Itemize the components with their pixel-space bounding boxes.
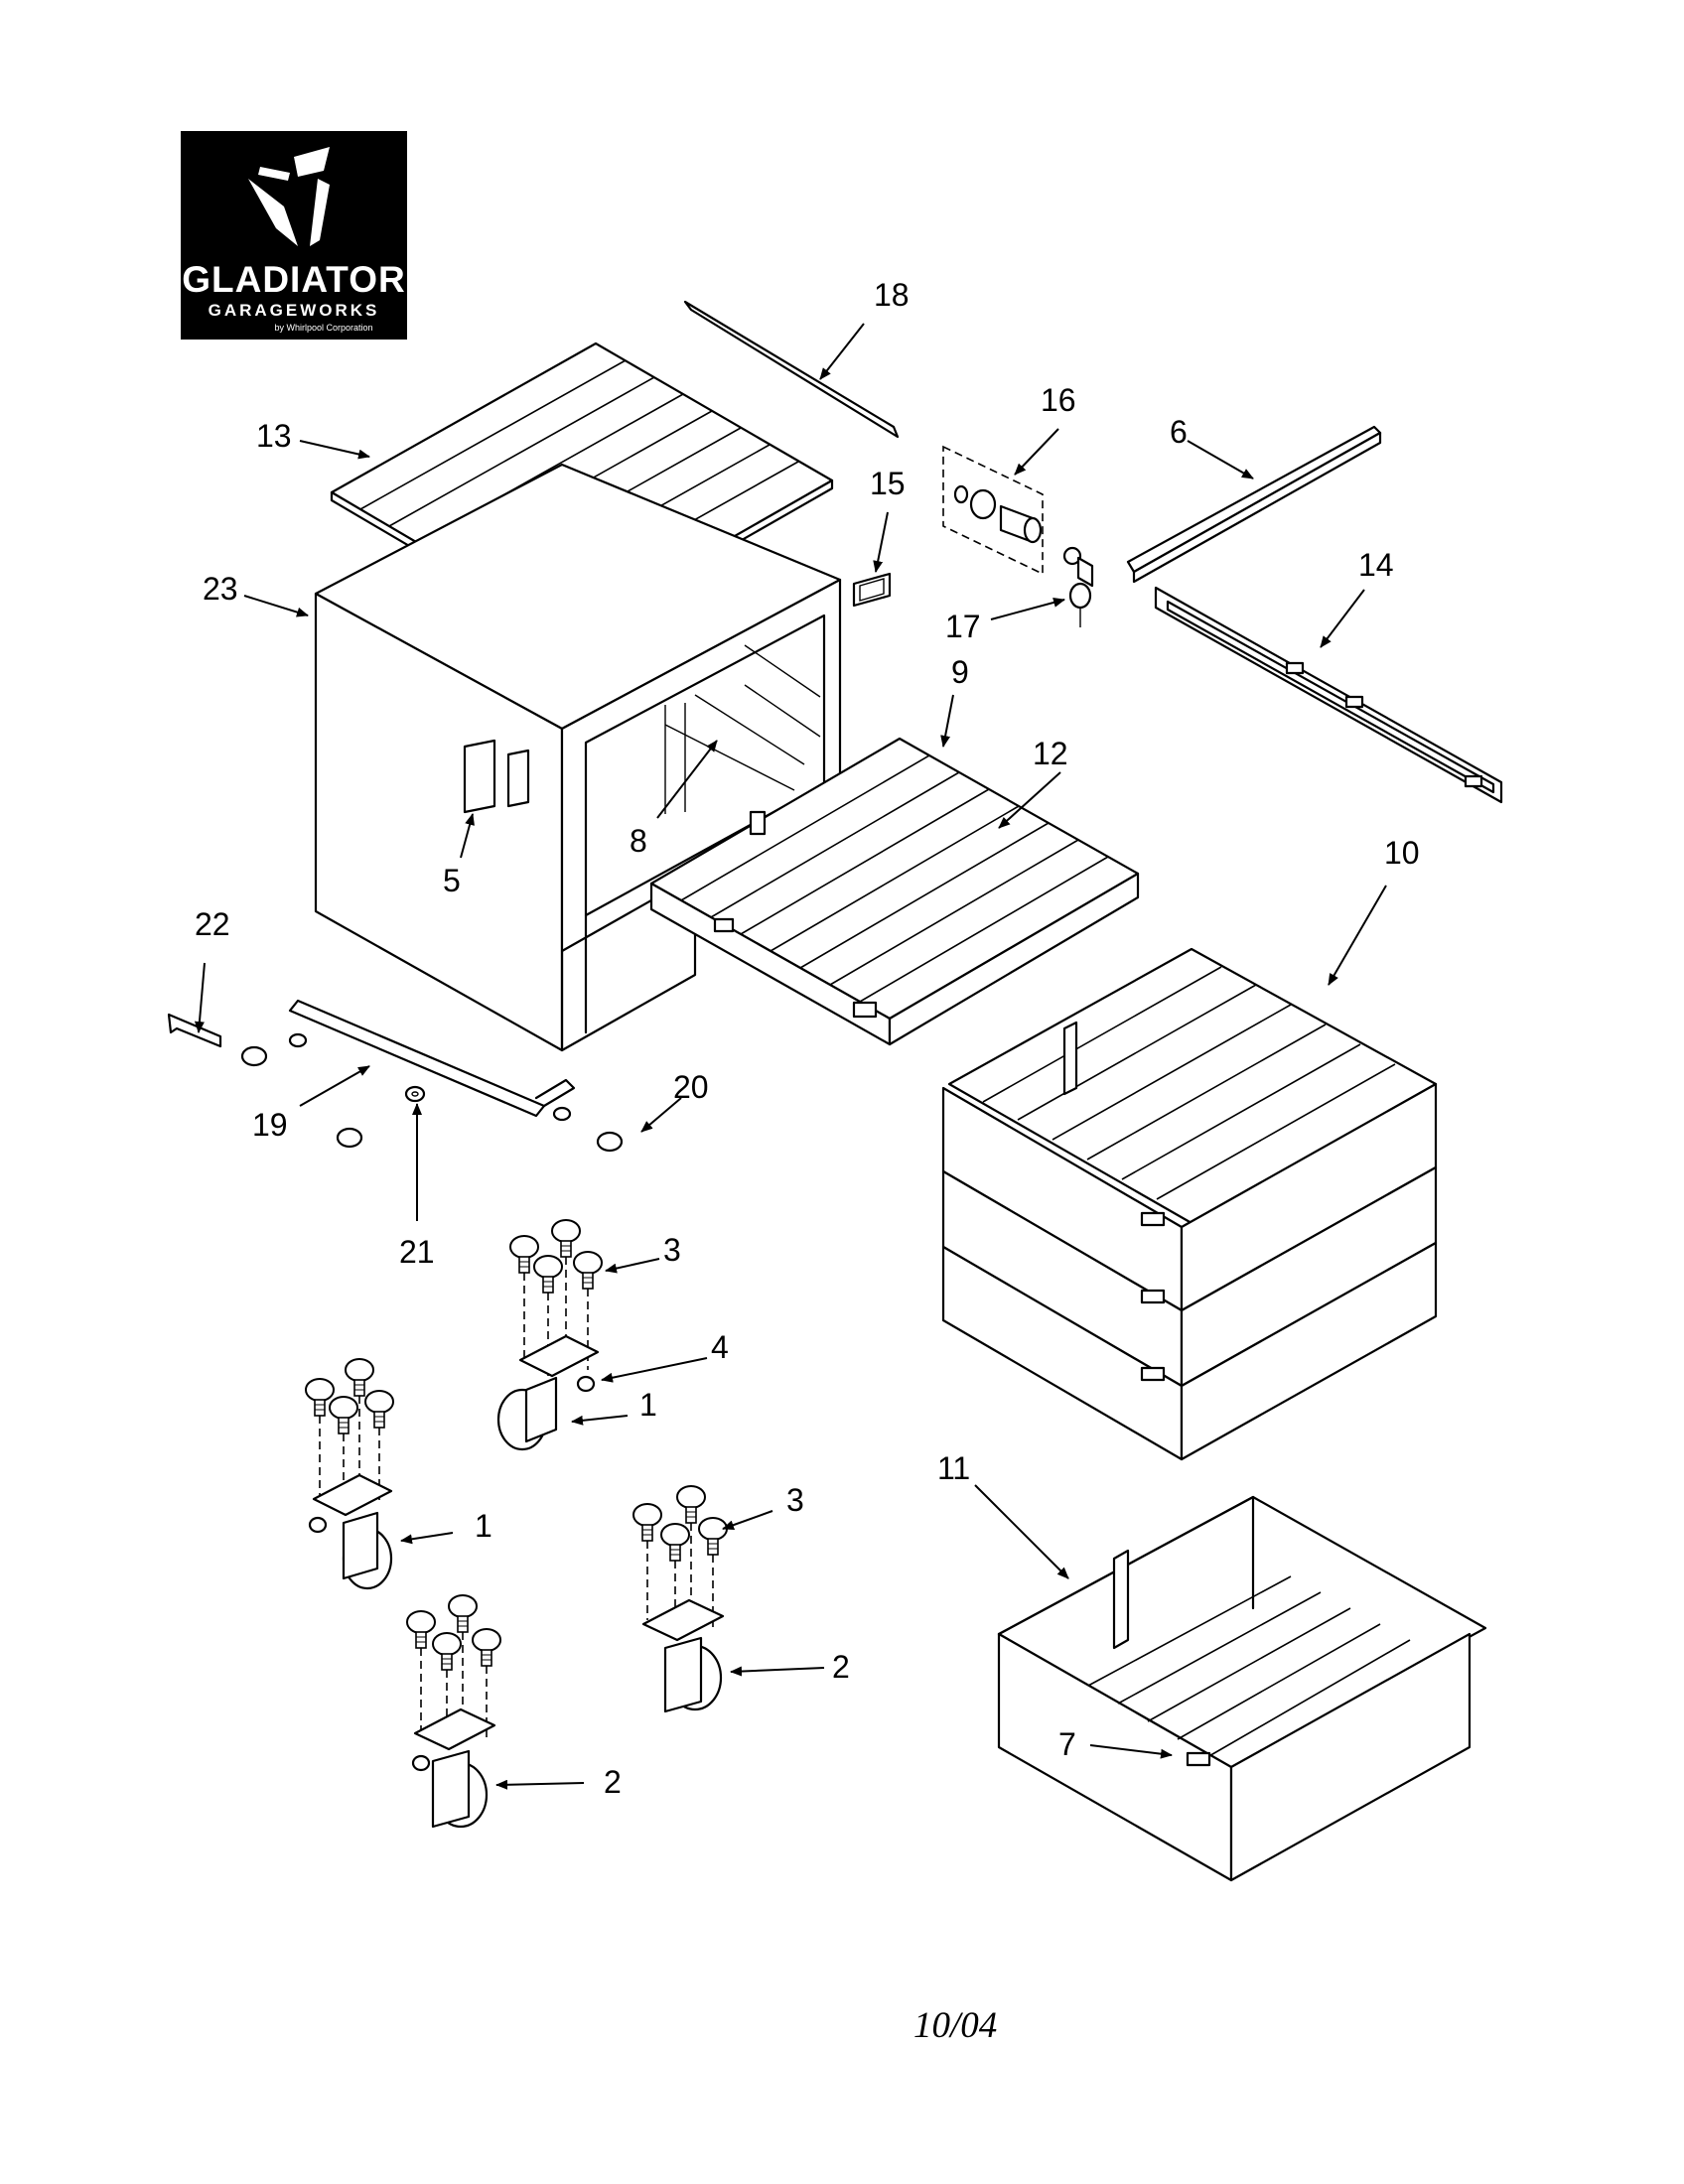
callout-4: 4: [711, 1329, 729, 1365]
callout-12: 12: [1033, 736, 1068, 771]
part-16-lock-assembly: [942, 445, 1044, 576]
callout-21: 21: [399, 1234, 435, 1270]
part-14-drawer-slide: [1154, 586, 1503, 804]
part-19-handle-bar: [288, 999, 576, 1118]
part-15-plate: [852, 572, 892, 608]
gladiator-logo: GLADIATOR GARAGEWORKS by Whirlpool Corpo…: [181, 131, 407, 340]
callout-15: 15: [870, 466, 906, 501]
logo-emblem-icon: [248, 147, 330, 246]
part-23-cabinet: [314, 463, 842, 1052]
leader-lines: [194, 323, 1387, 1790]
callout-19: 19: [252, 1107, 288, 1143]
callout-3-right: 3: [786, 1482, 804, 1518]
callout-20: 20: [673, 1069, 709, 1105]
caster-group-right: [632, 1485, 728, 1713]
date-code: 10/04: [913, 2005, 997, 2046]
caster-group-upper: [496, 1219, 603, 1451]
callout-16: 16: [1041, 382, 1076, 418]
callout-7: 7: [1058, 1726, 1076, 1762]
callout-23: 23: [203, 571, 238, 607]
callout-3-upper: 3: [663, 1232, 681, 1268]
callout-2-lower: 2: [604, 1764, 622, 1800]
logo-sub-text: GARAGEWORKS: [209, 301, 380, 320]
callout-8: 8: [630, 823, 647, 859]
callout-9: 9: [951, 654, 969, 690]
part-9-shallow-drawer: [649, 737, 1140, 1046]
callout-1-left: 1: [475, 1508, 492, 1544]
callout-14: 14: [1358, 547, 1394, 583]
part-21-washer: [404, 1085, 426, 1103]
part-17-keys: [1062, 546, 1094, 627]
part-10-stacked-drawers: [941, 947, 1438, 1461]
callout-numbers: 18 13 16 6 15 23 14 17 9 12 8 5 10 22 19…: [195, 277, 1420, 1800]
logo-corp-text: by Whirlpool Corporation: [274, 323, 372, 333]
caster-group-lower: [406, 1594, 501, 1829]
part-5-handle: [463, 739, 496, 814]
callout-13: 13: [256, 418, 292, 454]
callout-22: 22: [195, 906, 230, 942]
callout-6: 6: [1170, 414, 1188, 450]
callout-5: 5: [443, 863, 461, 898]
part-22-hex-key: [167, 1013, 222, 1048]
callout-10: 10: [1384, 835, 1420, 871]
part-20-screws: [240, 1032, 624, 1153]
callout-2-right: 2: [832, 1649, 850, 1685]
logo-brand-text: GLADIATOR: [182, 259, 406, 300]
part-6-trim-rail: [1126, 425, 1382, 584]
caster-group-left: [305, 1358, 394, 1590]
part-18-trim-strip: [683, 300, 900, 439]
callout-17: 17: [945, 609, 981, 644]
callout-1-upper: 1: [639, 1387, 657, 1423]
callout-11: 11: [937, 1450, 970, 1486]
callout-18: 18: [874, 277, 910, 313]
part-11-deep-drawer: [997, 1495, 1487, 1882]
